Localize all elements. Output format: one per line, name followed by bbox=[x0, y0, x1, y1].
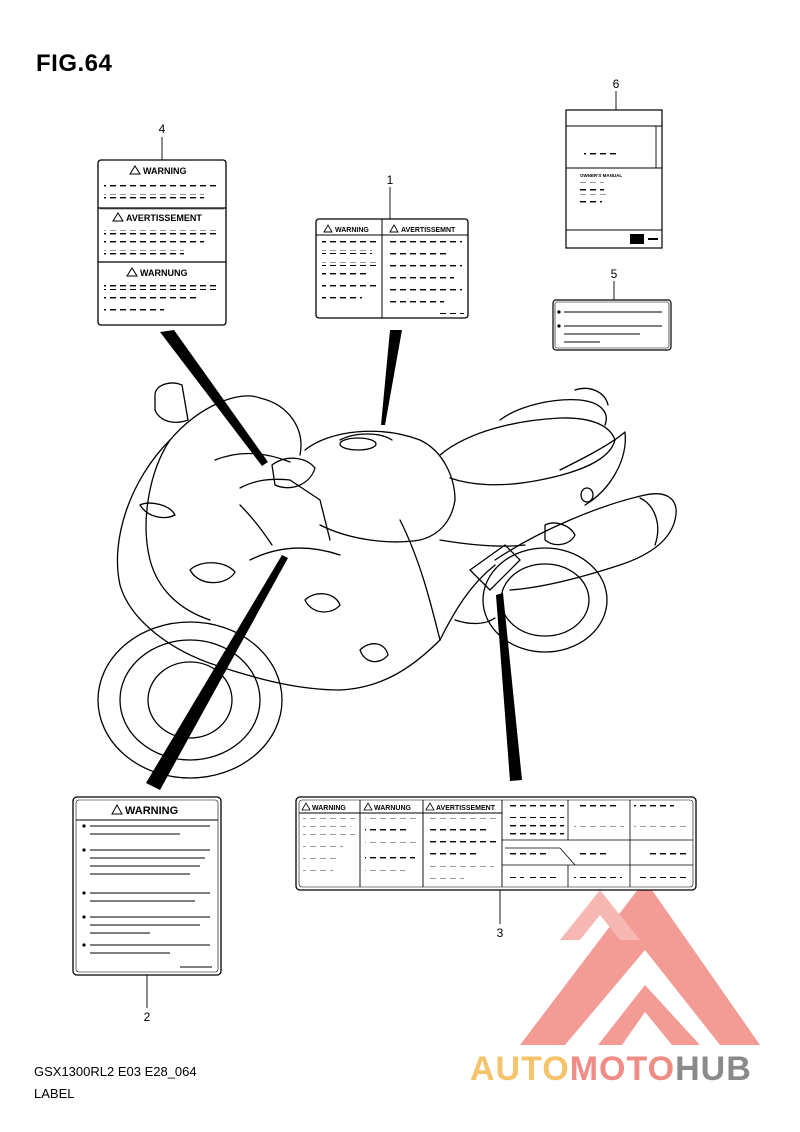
label-3 bbox=[295, 796, 697, 891]
label3-header-1: WARNING bbox=[312, 805, 346, 812]
callout-3: 3 bbox=[496, 926, 504, 940]
watermark-brand: AUTOMOTOHUB bbox=[470, 1050, 752, 1089]
warning-triangle-icon bbox=[112, 212, 124, 222]
label4-header-2: AVERTISSEMENT bbox=[126, 213, 202, 223]
label-6 bbox=[565, 109, 663, 249]
model-code: GSX1300RL2 E03 E28_064 bbox=[34, 1064, 197, 1079]
motorcycle-drawing bbox=[97, 382, 677, 779]
brand-part-moto: MOTO bbox=[569, 1050, 676, 1088]
label-1 bbox=[315, 218, 469, 319]
warning-triangle-icon bbox=[425, 802, 435, 811]
callout-2: 2 bbox=[143, 1010, 151, 1024]
warning-triangle-icon bbox=[389, 224, 399, 233]
warning-triangle-icon bbox=[126, 267, 138, 277]
label-4 bbox=[97, 159, 227, 326]
label3-header-2: WARNUNG bbox=[374, 805, 411, 812]
section-name: LABEL bbox=[34, 1086, 75, 1101]
callout-4: 4 bbox=[158, 122, 166, 136]
warning-triangle-icon bbox=[363, 802, 373, 811]
warning-triangle-icon bbox=[129, 165, 141, 175]
label3-header-3: AVERTISSEMENT bbox=[436, 805, 496, 812]
figure-title: FIG.64 bbox=[36, 50, 113, 77]
book-icon bbox=[630, 234, 644, 244]
brand-part-auto: AUTO bbox=[470, 1050, 570, 1088]
label-header-texts: WARNING AVERTISSEMENT WARNUNG WARNING AV… bbox=[125, 166, 622, 817]
label-2 bbox=[72, 796, 222, 976]
label1-header-left: WARNING bbox=[335, 227, 369, 234]
label6-heading: OWNER'S MANUAL bbox=[580, 173, 622, 178]
label4-header-1: WARNING bbox=[143, 166, 187, 176]
callout-5: 5 bbox=[610, 267, 618, 281]
label1-header-right: AVERTISSEMNT bbox=[401, 227, 456, 234]
brand-part-hub: HUB bbox=[675, 1050, 752, 1088]
callout-6: 6 bbox=[612, 77, 620, 91]
label4-header-3: WARNUNG bbox=[140, 268, 188, 278]
watermark-logo-icon bbox=[520, 880, 760, 1045]
label-5 bbox=[552, 299, 672, 351]
warning-triangle-icon bbox=[301, 802, 311, 811]
bullet-icon bbox=[557, 324, 561, 328]
leader-lines bbox=[146, 330, 522, 790]
warning-triangle-icon bbox=[111, 803, 123, 815]
callout-leaders bbox=[146, 91, 617, 1008]
bullet-icon bbox=[557, 310, 561, 314]
label2-header: WARNING bbox=[125, 805, 178, 817]
callout-1: 1 bbox=[386, 173, 394, 187]
warning-triangle-icon bbox=[323, 224, 333, 233]
